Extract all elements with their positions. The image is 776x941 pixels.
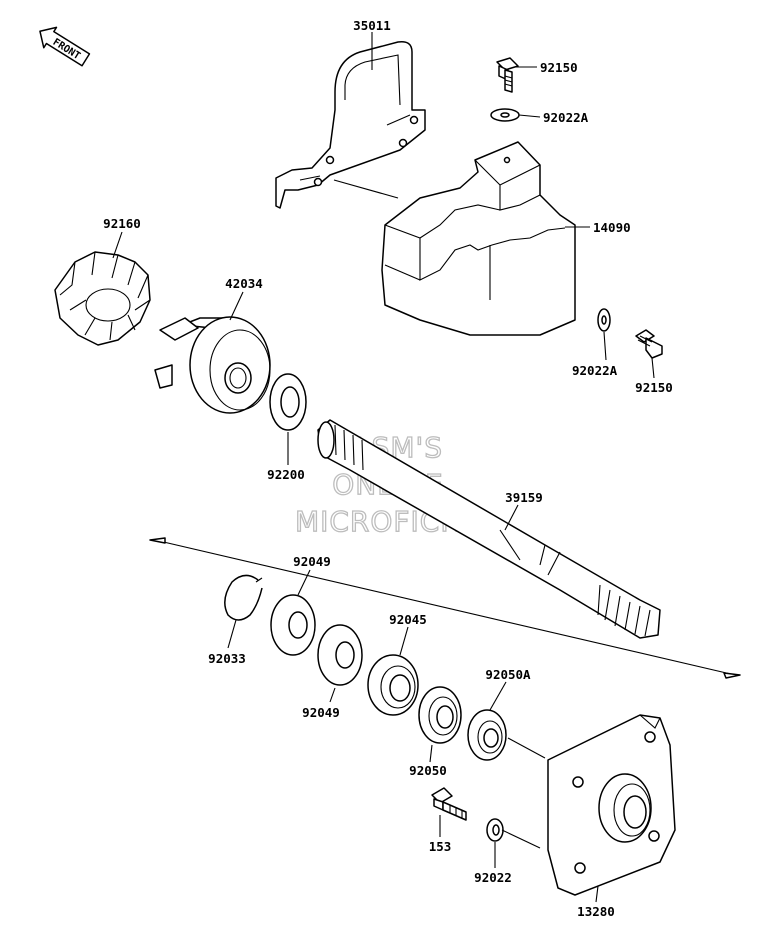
part-92045-bearing (367, 654, 419, 716)
label-92049-top: 92049 (293, 554, 331, 569)
label-153: 153 (429, 839, 452, 854)
part-92200-washer (269, 373, 307, 431)
part-92050-seal (418, 686, 462, 744)
part-92033-circlip (224, 574, 263, 621)
label-92022: 92022 (474, 870, 512, 885)
part-92022A-bottom-washer (597, 308, 611, 332)
part-35011-bracket (275, 40, 426, 209)
part-92022A-top-washer (490, 108, 520, 122)
front-arrow-icon: FRONT (39, 26, 91, 67)
label-92045: 92045 (389, 612, 427, 627)
label-92150-bottom: 92150 (635, 380, 673, 395)
leader-lines (112, 32, 655, 903)
label-35011: 35011 (353, 18, 391, 33)
label-92050A: 92050A (485, 667, 531, 682)
part-92022-washer (486, 818, 504, 842)
axis-arrow-left-icon (149, 537, 166, 544)
part-39159-shaft (317, 419, 661, 639)
part-153-bolt (431, 787, 467, 821)
part-92150-bottom-bolt (635, 329, 663, 359)
part-92160-damper (54, 251, 151, 346)
part-13280-housing (547, 714, 676, 896)
part-42034-impeller (154, 316, 271, 414)
label-92033: 92033 (208, 651, 246, 666)
part-92150-top-bolt (496, 57, 519, 93)
label-13280: 13280 (577, 904, 615, 919)
axis-arrow-right-icon (723, 672, 741, 679)
axis-line (154, 539, 736, 676)
label-92150-top: 92150 (540, 60, 578, 75)
part-labels: 35011 92150 92022A 14090 92022A 92150 92… (103, 18, 673, 919)
watermark-line-3: MICROFICHE (295, 505, 481, 538)
label-92160: 92160 (103, 216, 141, 231)
label-14090: 14090 (593, 220, 631, 235)
label-42034: 42034 (225, 276, 263, 291)
label-92049-bottom: 92049 (302, 705, 340, 720)
label-92050: 92050 (409, 763, 447, 778)
part-92049-top-washer (270, 594, 316, 656)
part-92049-bottom-washer (317, 624, 363, 686)
part-14090-cover (381, 141, 576, 336)
label-92022A-bottom: 92022A (572, 363, 618, 378)
part-92050A-seal (467, 709, 507, 761)
label-39159: 39159 (505, 490, 543, 505)
label-92022A-top: 92022A (543, 110, 589, 125)
label-92200: 92200 (267, 467, 305, 482)
